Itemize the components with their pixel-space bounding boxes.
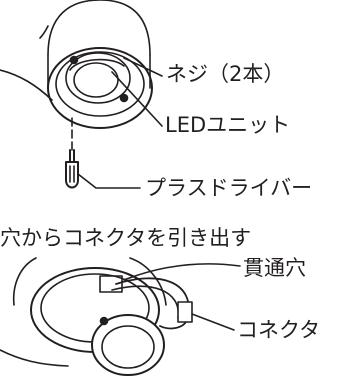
- led-unit-hanging-outer: [91, 314, 165, 376]
- screwdriver-label: プラスドライバー: [145, 176, 313, 200]
- ceiling-curve-right: [129, 257, 167, 306]
- bottom-fixture-drawing: [0, 257, 241, 376]
- ceiling-curve-left: [12, 257, 37, 306]
- screw-1-icon: [69, 55, 79, 65]
- connector-label: コネクタ: [237, 318, 321, 342]
- screw-3-icon: [99, 316, 109, 326]
- through-hole-block: [99, 275, 123, 293]
- screwdriver-icon: [65, 117, 79, 189]
- ceiling-curve-bottom: [0, 349, 69, 367]
- led-unit-hanging-inner: [101, 325, 155, 369]
- leader-connector: [191, 313, 235, 331]
- fixture-body-outline: [47, 0, 151, 56]
- led-unit-lens: [73, 62, 119, 98]
- leader-screws: [123, 57, 163, 77]
- instruction-caption: 穴からコネクタを引き出す: [0, 226, 252, 250]
- led-unit-detail: [69, 58, 125, 71]
- leader-through-hole: [123, 263, 241, 281]
- fixture-base-ring: [47, 47, 153, 129]
- screws-label: ネジ（2本）: [166, 62, 285, 86]
- led-unit-label: LEDユニット: [165, 113, 291, 137]
- ceiling-line-left: [0, 69, 53, 101]
- led-unit-rim: [65, 52, 131, 104]
- connector-block: [177, 301, 193, 323]
- fixture-inner-ring: [55, 51, 145, 117]
- leader-driver: [77, 173, 141, 189]
- ceiling-line-right: [39, 25, 49, 39]
- through-hole-label: 貫通穴: [243, 256, 306, 280]
- screw-2-icon: [119, 93, 129, 103]
- leader-led: [111, 71, 163, 127]
- top-fixture-drawing: [0, 0, 163, 189]
